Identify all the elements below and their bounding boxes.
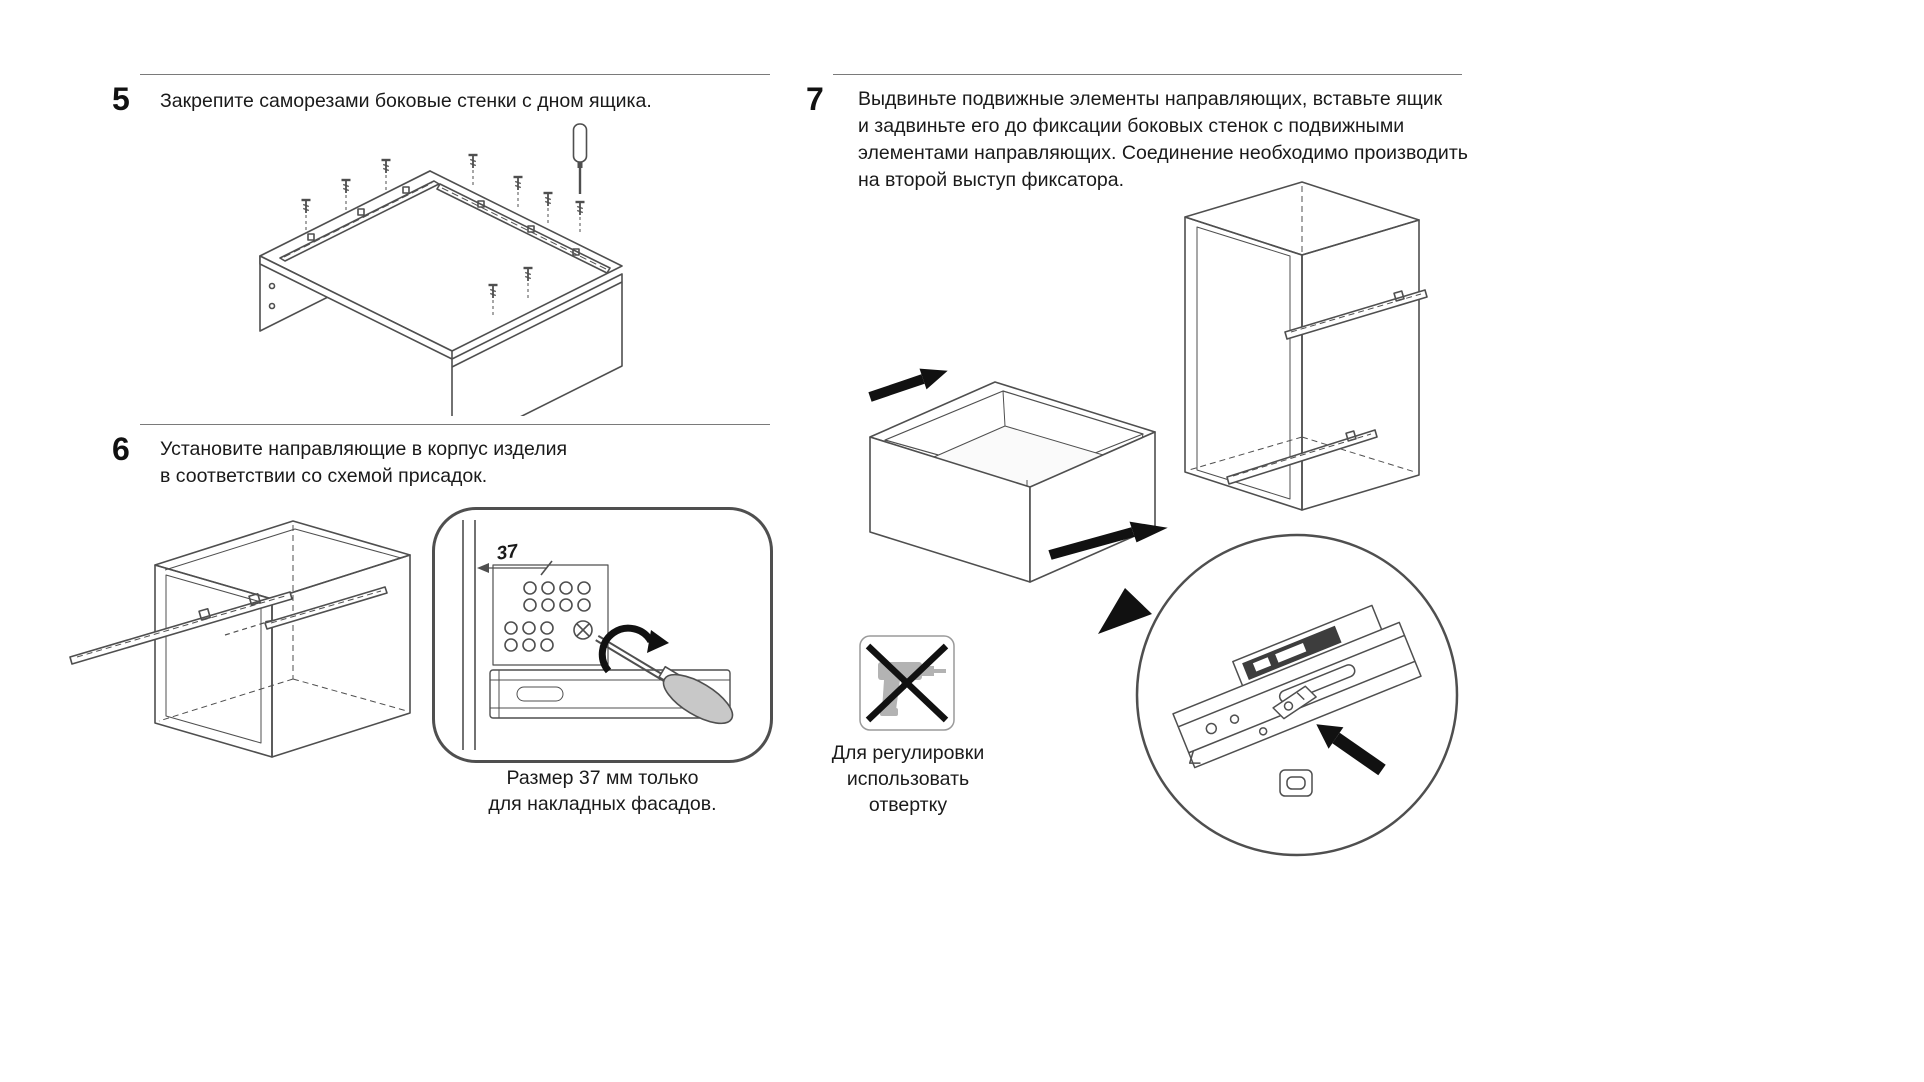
arrow-detail-callout-icon	[1098, 588, 1152, 634]
step6-detail-inset: 37	[432, 507, 773, 763]
bottom-rail-right	[436, 183, 611, 274]
step6-cabinet-illustration	[69, 520, 411, 758]
step7-text: Выдвиньте подвижные элементы направляющи…	[858, 86, 1483, 194]
rotation-arrow-icon	[598, 624, 669, 674]
step7-note-line2: использовать	[846, 768, 970, 790]
step6-caption-line1: Размер 37 мм только	[506, 767, 699, 789]
drawer-slide-right	[264, 586, 388, 630]
arrow-insert-lower-icon	[1048, 521, 1168, 560]
step6-text: Установите направляющие в корпус изделия…	[160, 436, 770, 490]
cabinet-body	[154, 520, 411, 758]
step7-text-line1: Выдвиньте подвижные элементы направляющи…	[858, 88, 1443, 110]
drawer-slide-left	[69, 591, 293, 665]
step6-divider	[140, 424, 770, 425]
direction-arrows	[868, 368, 1168, 634]
step7-text-line4: на второй выступ фиксатора.	[858, 169, 1125, 191]
step7-number: 7	[806, 81, 824, 117]
step5-number: 5	[112, 81, 130, 117]
step6-detail-illustration: 37	[462, 520, 734, 750]
cross-out-icon	[865, 643, 949, 723]
step7-note: Для регулировки использовать отвертку	[818, 740, 998, 818]
slide-mechanism	[1172, 604, 1422, 769]
dimension-37	[477, 560, 553, 576]
arrow-insert-upper-icon	[868, 368, 948, 402]
step6-text-line1: Установите направляющие в корпус изделия	[160, 438, 568, 460]
drawer-front-panel	[451, 273, 623, 416]
screwdriver-icon	[595, 635, 734, 725]
dimension-label: 37	[495, 541, 520, 565]
step6-text-line2: в соответствии со схемой присадок.	[160, 465, 488, 487]
arrow-latch-icon	[1316, 724, 1386, 776]
step5-text: Закрепите саморезами боковые стенки с дн…	[160, 90, 652, 112]
step7-divider	[833, 74, 1462, 75]
dimension-arrow-icon	[477, 563, 489, 573]
cabinet-panel-edge	[462, 520, 476, 750]
bottom-rail-left	[279, 180, 440, 262]
drilling-plate	[492, 564, 609, 666]
latch-fixator	[1272, 685, 1317, 720]
cabinet-body	[1184, 181, 1420, 511]
step6-caption-line2: для накладных фасадов.	[488, 793, 717, 815]
step7-detail-inset	[1135, 533, 1459, 857]
step6-caption: Размер 37 мм только для накладных фасадо…	[430, 765, 775, 817]
drawer-box	[869, 381, 1156, 583]
screwdriver-icon	[572, 123, 588, 236]
drawer-slide-upper	[1284, 289, 1428, 340]
step7-note-line3: отвертку	[868, 794, 948, 816]
drawer-slide-lower	[1226, 429, 1378, 485]
step5-illustration	[259, 123, 623, 416]
screw-in-plate	[573, 620, 593, 640]
step5-divider	[140, 74, 770, 75]
step6-number: 6	[112, 431, 130, 467]
step7-text-line2: и задвиньте его до фиксации боковых стен…	[858, 115, 1405, 137]
step7-illustration	[868, 181, 1428, 634]
no-drill-icon	[859, 635, 955, 731]
step7-note-line1: Для регулировки	[831, 742, 985, 764]
step7-text-line3: элементами направляющих. Соединение необ…	[858, 142, 1468, 164]
bottom-clip	[1279, 769, 1313, 797]
drawer-bottom-panel	[259, 170, 623, 360]
